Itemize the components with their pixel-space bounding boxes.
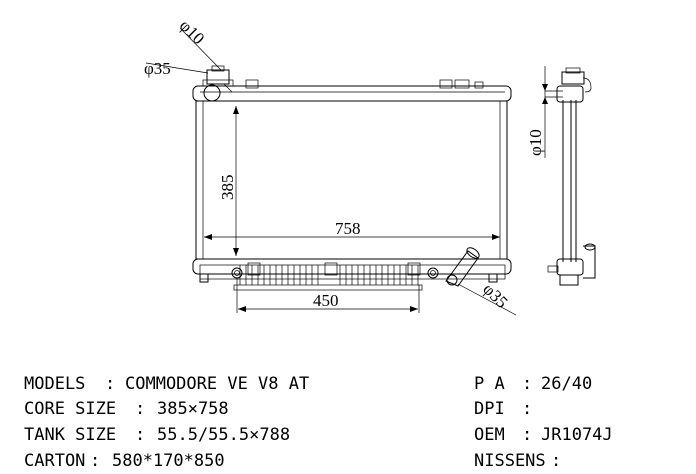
dim-height: 385: [218, 175, 237, 201]
spec-oem-value: JR1074J: [541, 425, 613, 445]
spec-nissens-label: NISSENS: [474, 451, 546, 471]
spec-core-size-value: 385×758: [157, 399, 229, 419]
dim-pipe-bottom: φ35: [479, 279, 511, 311]
spec-models-sep: :: [105, 374, 116, 394]
dim-tank-offset: 450: [313, 291, 339, 310]
radiator-side-view: [545, 67, 596, 286]
spec-tank-size-value: 55.5/55.5×788: [157, 425, 291, 445]
spec-models-label: MODELS: [24, 374, 86, 394]
radiator-technical-drawing: φ10 φ35 385 758 450 φ35 φ10: [144, 16, 596, 316]
spec-dpi-sep: :: [522, 399, 533, 419]
spec-oem-label: OEM: [474, 425, 505, 445]
spec-tank-size-label: TANK SIZE: [24, 425, 117, 445]
radiator-front-view: [192, 65, 512, 291]
side-dimension-lines: [542, 66, 548, 158]
spec-dpi-label: DPI: [474, 399, 505, 419]
spec-pa-label: P A: [474, 374, 505, 394]
spec-models-value: COMMODORE VE V8 AT: [125, 374, 310, 394]
dim-pipe-top-small: φ10: [176, 16, 208, 48]
spec-carton-value: 580*170*850: [112, 451, 225, 471]
spec-carton-label: CARTON: [24, 451, 86, 471]
spec-tank-size-sep: :: [135, 425, 146, 445]
spec-pa-value: 26/40: [541, 374, 593, 394]
spec-nissens-sep: :: [551, 451, 562, 471]
dim-pipe-side: φ10: [526, 129, 545, 156]
spec-core-size-label: CORE SIZE: [24, 399, 117, 419]
spec-carton-sep: :: [90, 451, 101, 471]
front-dimension-lines: [145, 27, 517, 316]
spec-core-size-sep: :: [135, 399, 146, 419]
spec-pa-sep: :: [522, 374, 533, 394]
dim-width: 758: [335, 219, 361, 238]
spec-oem-sep: :: [522, 425, 533, 445]
dim-pipe-top-large: φ35: [144, 59, 171, 78]
